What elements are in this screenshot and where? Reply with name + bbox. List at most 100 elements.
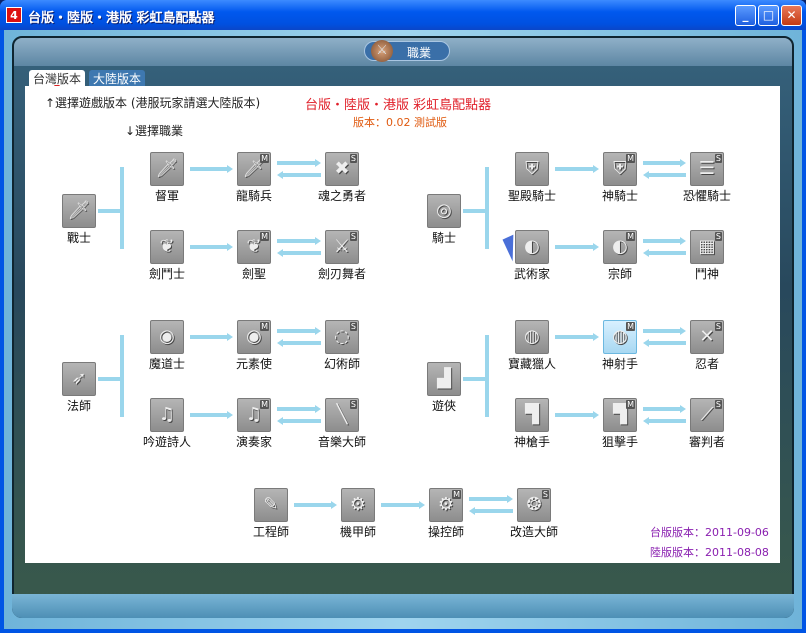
sword-icon: 🗡: [67, 200, 91, 221]
job-selection-area: ↑選擇遊戲版本 (港服玩家請選大陸版本) ↓選擇職業 台版・陸版・港版 彩虹島配…: [25, 86, 780, 563]
job-button-engineer-2[interactable]: ⚙M: [429, 488, 463, 522]
advancement-badge-icon: M: [452, 490, 461, 499]
job-button-groups-2-bottom-0[interactable]: ♫: [150, 398, 184, 432]
shuriken-icon: ✖: [334, 158, 350, 179]
job-button-groups-3-top-2[interactable]: ✕S: [690, 320, 724, 354]
sword-icon: 🗡: [155, 158, 179, 179]
job-label: 吟遊詩人: [142, 435, 191, 449]
arrow-right-icon: [315, 237, 321, 245]
connector-line: [648, 251, 686, 255]
connector-line: [485, 335, 489, 417]
gauntlet-icon: ◐: [524, 236, 540, 257]
blade-icon: ⟋: [700, 404, 714, 425]
job-button-groups-2-top-1[interactable]: ◉M: [237, 320, 271, 354]
job-button-groups-0-bottom-1[interactable]: ❦M: [237, 230, 271, 264]
connector-line: [277, 407, 316, 411]
tab-taiwan-version[interactable]: 台灣版本: [29, 70, 86, 88]
job-label: 魂之勇者: [317, 189, 366, 203]
job-button-groups-0-bottom-2[interactable]: ⚔S: [325, 230, 359, 264]
job-label: 法師: [66, 399, 91, 413]
arrow-right-icon: [227, 411, 233, 419]
advancement-badge-icon: S: [714, 322, 722, 331]
advancement-badge-icon: S: [349, 232, 357, 241]
arrow-left-icon: [643, 249, 649, 257]
advancement-badge-icon: S: [349, 154, 357, 163]
job-label: 工程師: [252, 525, 289, 539]
job-label: 武術家: [513, 267, 550, 281]
job-button-groups-2-top-0[interactable]: ◉: [150, 320, 184, 354]
job-button-groups-0-top-1[interactable]: 🗡M: [237, 152, 271, 186]
job-button-groups-1-top-2[interactable]: ☰S: [690, 152, 724, 186]
panel-header: ⚔ 職業: [14, 38, 792, 66]
job-button-engineer-1[interactable]: ⚙: [341, 488, 375, 522]
job-button-groups-2-base[interactable]: ➶: [62, 362, 96, 396]
arrow-right-icon: [680, 159, 686, 167]
connector-line: [277, 161, 316, 165]
title-bar[interactable]: 4 台版・陸版・港版 彩虹島配點器 _ □ ✕: [0, 0, 806, 30]
job-label: 忍者: [694, 357, 719, 371]
connector-line: [190, 167, 228, 171]
advancement-badge-icon: M: [626, 322, 635, 331]
tab-china-version[interactable]: 大陸版本: [89, 70, 146, 88]
arrow-right-icon: [593, 243, 599, 251]
gears-icon: ⚙: [349, 494, 367, 515]
advancement-badge-icon: S: [714, 154, 722, 163]
job-button-groups-3-top-0[interactable]: ◍: [515, 320, 549, 354]
close-button[interactable]: ✕: [781, 5, 802, 26]
minimize-button[interactable]: _: [735, 5, 756, 26]
job-button-groups-1-top-0[interactable]: ⛨: [515, 152, 549, 186]
job-button-groups-0-top-2[interactable]: ✖S: [325, 152, 359, 186]
job-button-groups-2-top-2[interactable]: ◌S: [325, 320, 359, 354]
job-label: 狙擊手: [601, 435, 638, 449]
connector-line: [469, 497, 508, 501]
ring-icon: ◌: [334, 326, 350, 347]
core-icon: ❂: [526, 494, 542, 515]
job-button-groups-2-bottom-2[interactable]: ╲S: [325, 398, 359, 432]
connector-line: [120, 335, 124, 417]
job-button-groups-0-base[interactable]: 🗡: [62, 194, 96, 228]
job-button-groups-1-top-1[interactable]: ⛨M: [603, 152, 637, 186]
advancement-badge-icon: M: [626, 400, 635, 409]
job-button-groups-1-bottom-1[interactable]: ◐M: [603, 230, 637, 264]
job-button-engineer-0[interactable]: ✎: [254, 488, 288, 522]
arrow-left-icon: [277, 417, 283, 425]
arrow-right-icon: [331, 501, 337, 509]
maximize-button[interactable]: □: [758, 5, 779, 26]
job-button-groups-0-bottom-0[interactable]: ❦: [150, 230, 184, 264]
advancement-badge-icon: M: [626, 232, 635, 241]
connector-line: [555, 245, 594, 249]
advancement-badge-icon: M: [626, 154, 635, 163]
advancement-badge-icon: S: [349, 400, 357, 409]
job-button-groups-3-top-1[interactable]: ◍M: [603, 320, 637, 354]
connector-line: [463, 209, 487, 213]
job-button-groups-3-bottom-0[interactable]: ▜: [515, 398, 549, 432]
connector-line: [643, 329, 681, 333]
connector-line: [643, 161, 681, 165]
boot-icon: ▟: [437, 368, 451, 389]
compass-icon: ◍: [524, 326, 540, 347]
job-button-groups-3-bottom-2[interactable]: ⟋S: [690, 398, 724, 432]
job-button-groups-3-base[interactable]: ▟: [427, 362, 461, 396]
job-label: 宗師: [607, 267, 632, 281]
job-button-groups-1-bottom-0[interactable]: ◐: [515, 230, 549, 264]
compass-icon: ◍: [612, 326, 628, 347]
advancement-badge-icon: S: [714, 400, 722, 409]
sword-icon: 🗡: [242, 158, 266, 179]
job-button-groups-2-bottom-1[interactable]: ♫M: [237, 398, 271, 432]
connector-line: [190, 245, 228, 249]
job-button-groups-0-top-0[interactable]: 🗡: [150, 152, 184, 186]
job-button-groups-1-bottom-2[interactable]: ▦S: [690, 230, 724, 264]
job-button-groups-1-base[interactable]: ◎: [427, 194, 461, 228]
advancement-badge-icon: M: [260, 232, 269, 241]
job-button-engineer-3[interactable]: ❂S: [517, 488, 551, 522]
connector-line: [381, 503, 420, 507]
armor-icon: ⛨: [613, 158, 627, 179]
guitar-icon: ♫: [245, 404, 263, 425]
job-button-groups-3-bottom-1[interactable]: ▜M: [603, 398, 637, 432]
connector-line: [282, 341, 321, 345]
job-label: 神槍手: [513, 435, 550, 449]
job-label: 遊俠: [431, 399, 456, 413]
advancement-badge-icon: M: [260, 154, 269, 163]
connector-line: [555, 413, 594, 417]
advancement-badge-icon: M: [260, 322, 269, 331]
